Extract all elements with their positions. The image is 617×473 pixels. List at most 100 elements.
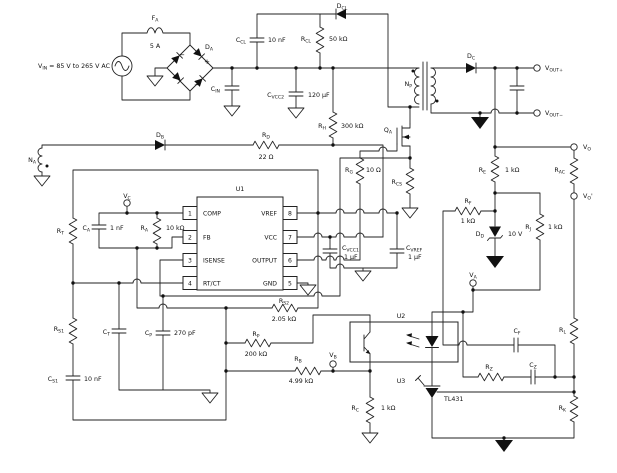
label-rk-ref: RK bbox=[559, 405, 567, 414]
label-rg-value: 10 Ω bbox=[366, 167, 381, 174]
terminal-vb bbox=[329, 360, 337, 368]
label-qa-ref: QA bbox=[384, 127, 393, 136]
label-ca-ref: CA bbox=[82, 225, 90, 234]
label-rp-value: 200 kΩ bbox=[245, 351, 268, 358]
label-ra-value: 10 kΩ bbox=[166, 225, 185, 232]
label-cf-ref: CF bbox=[513, 328, 520, 337]
label-cp-value: 270 pF bbox=[174, 330, 196, 337]
label-cz-ref: CZ bbox=[529, 362, 537, 371]
label-u1-pin8-num: 8 bbox=[288, 211, 292, 218]
label-rcs-ref: RCS bbox=[391, 179, 402, 188]
opto-transistor bbox=[363, 331, 371, 354]
label-rb-ref: RB bbox=[294, 356, 302, 365]
label-u1-pin5-name: GND bbox=[263, 281, 277, 288]
transformer-core bbox=[422, 61, 428, 111]
label-rh-value: 300 kΩ bbox=[341, 123, 364, 130]
label-u1-pin2-name: FB bbox=[203, 235, 211, 242]
label-bridge-plus: + bbox=[204, 58, 210, 66]
label-rd-value: 22 Ω bbox=[259, 154, 274, 161]
wires-feedback-right bbox=[431, 67, 575, 441]
label-rf-ref: RF bbox=[464, 198, 471, 207]
opto-emitter-arrow bbox=[365, 350, 370, 354]
u1-pin6-box bbox=[282, 253, 298, 267]
secondary-polarity-dot bbox=[435, 99, 439, 103]
label-rj-ref: RJ bbox=[525, 224, 531, 233]
label-rh-ref: RH bbox=[318, 123, 326, 132]
label-rac-ref: RAC bbox=[554, 167, 565, 176]
label-cvcc1-ref: CVCC1 bbox=[342, 245, 359, 254]
tl431-u3 bbox=[415, 375, 441, 398]
label-bridge-ref: DA bbox=[205, 44, 214, 53]
label-rl-ref: RL bbox=[559, 327, 566, 336]
label-rcl-value: 50 kΩ bbox=[329, 36, 348, 43]
primary-polarity-dot bbox=[411, 69, 415, 73]
opto-light-arrows bbox=[406, 333, 420, 348]
label-dd-value: 10 V bbox=[508, 231, 523, 238]
label-fuse-ref: FA bbox=[152, 15, 160, 24]
label-va-label: VA bbox=[469, 272, 477, 281]
label-u1-pin6-name: OUTPUT bbox=[252, 258, 277, 265]
label-rg-ref: RG bbox=[345, 167, 353, 176]
label-u1-pin1-name: COMP bbox=[203, 211, 221, 218]
label-vin-label: VIN = 85 V to 265 V AC bbox=[38, 63, 111, 72]
terminal-va bbox=[469, 279, 477, 287]
label-u1-pin7-num: 7 bbox=[288, 235, 292, 242]
label-cs1-ref: CS1 bbox=[48, 376, 58, 385]
label-bridge-minus-top: − bbox=[179, 51, 185, 59]
secondary-winding bbox=[430, 67, 436, 105]
bridge-rectifier bbox=[166, 44, 214, 92]
u1-pin3-box bbox=[182, 253, 198, 267]
u1-pin7-box bbox=[282, 230, 298, 244]
aux-winding-na bbox=[37, 147, 49, 173]
wires-aux-vcc bbox=[41, 144, 384, 238]
label-rb-value: 4.99 kΩ bbox=[289, 378, 314, 385]
label-rd-ref: RD bbox=[262, 132, 270, 141]
label-rt-ref: RT bbox=[57, 228, 64, 237]
label-cvcc2-value: 120 µF bbox=[308, 92, 330, 99]
label-rs2-value: 2.05 kΩ bbox=[272, 316, 297, 323]
label-voutm-label: VOUT− bbox=[545, 110, 563, 119]
mosfet-qa bbox=[396, 123, 411, 147]
u1-pin1-box bbox=[182, 206, 198, 220]
label-ccl-value: 10 nF bbox=[268, 37, 286, 44]
opto-u2 bbox=[349, 321, 459, 363]
label-vb-label: VB bbox=[329, 352, 336, 361]
label-bridge-minus-bottom: − bbox=[194, 81, 200, 89]
label-cvcc2-ref: CVCC2 bbox=[267, 92, 284, 101]
label-np-ref: NP bbox=[405, 81, 413, 90]
label-u1-pin1-num: 1 bbox=[188, 211, 192, 218]
label-cs1-value: 10 nF bbox=[84, 376, 102, 383]
label-ra-ref: RA bbox=[140, 225, 148, 234]
wires-primary-rail bbox=[212, 13, 420, 146]
u1-pin5-box bbox=[282, 276, 298, 290]
label-na-ref: NA bbox=[28, 157, 37, 166]
label-u1-ref: U1 bbox=[236, 186, 245, 193]
label-cvref-ref: CVREF bbox=[406, 245, 423, 254]
label-cvcc1-value: 1 µF bbox=[344, 254, 358, 261]
label-ca-value: 1 nF bbox=[110, 225, 124, 232]
terminal-vo-prime bbox=[570, 192, 578, 200]
label-u1-pin4-name: RT/CT bbox=[203, 281, 221, 288]
primary-winding bbox=[414, 67, 420, 105]
u1-pin4-box bbox=[182, 276, 198, 290]
ic-u1 bbox=[182, 196, 298, 291]
label-rcl-ref: RCL bbox=[301, 36, 312, 45]
ac-source bbox=[111, 55, 133, 77]
label-u1-pin7-name: VCC bbox=[264, 235, 277, 242]
label-vo-label: VO bbox=[583, 144, 591, 153]
transformer bbox=[411, 61, 439, 111]
label-rs2-ref: RS2 bbox=[279, 298, 289, 307]
label-rz-ref: RZ bbox=[485, 364, 493, 373]
label-u1-pin3-name: ISENSE bbox=[203, 258, 225, 265]
wires-controller bbox=[72, 143, 411, 421]
label-rc-value: 1 kΩ bbox=[381, 405, 396, 412]
zener-dd bbox=[487, 226, 503, 241]
terminal-voutp bbox=[533, 64, 541, 72]
label-u1-pin5-num: 5 bbox=[288, 281, 292, 288]
label-ct-ref: CT bbox=[103, 329, 110, 338]
wires-opto-tl431 bbox=[225, 314, 433, 434]
tl431-ref-mark bbox=[415, 375, 425, 386]
label-u1-pin2-num: 2 bbox=[188, 235, 192, 242]
